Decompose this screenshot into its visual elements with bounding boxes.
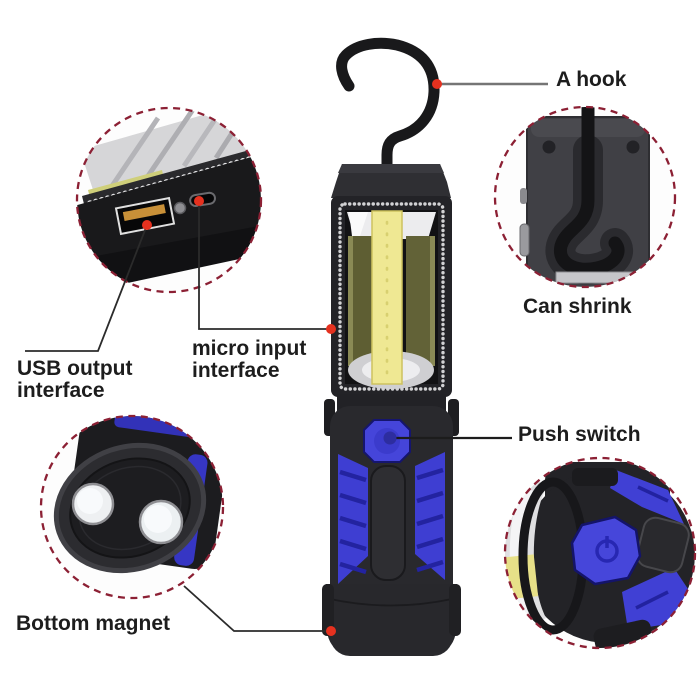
dashed-circle-shrink bbox=[493, 105, 677, 289]
marker-micro-body bbox=[326, 324, 336, 334]
magnet-left bbox=[71, 482, 115, 526]
leader-micro-input bbox=[198, 202, 330, 330]
marker-micro bbox=[194, 196, 204, 206]
label-can-shrink: Can shrink bbox=[523, 295, 632, 318]
label-push-switch: Push switch bbox=[518, 423, 641, 446]
dashed-circle-switch bbox=[503, 456, 697, 650]
marker-hook bbox=[432, 79, 442, 89]
inset-hook-folded bbox=[493, 105, 677, 289]
charge-led bbox=[173, 201, 187, 215]
power-icon bbox=[595, 536, 619, 563]
push-switch-closeup bbox=[570, 515, 642, 586]
label-hook: A hook bbox=[556, 68, 627, 91]
leader-bottom-magnet bbox=[183, 585, 331, 632]
dashed-circle-usb bbox=[75, 106, 263, 294]
cob-strip bbox=[371, 210, 403, 385]
cob-lamp-panel bbox=[331, 196, 452, 397]
folded-hook bbox=[554, 107, 625, 276]
grip-panel-right bbox=[415, 452, 445, 580]
inset-usb-ports bbox=[75, 106, 263, 294]
marker-magnet-body bbox=[326, 626, 336, 636]
inset-push-switch bbox=[503, 456, 697, 650]
inset-bottom-magnet bbox=[39, 414, 225, 600]
hanging-hook bbox=[336, 37, 440, 178]
leader-usb-output bbox=[25, 224, 148, 352]
label-bottom-magnet: Bottom magnet bbox=[16, 612, 170, 635]
callout-lines bbox=[25, 79, 548, 636]
dashed-circle-magnet bbox=[39, 414, 225, 600]
marker-usb bbox=[142, 220, 152, 230]
magnet-right bbox=[138, 499, 184, 545]
label-usb-output: USB output interface bbox=[17, 357, 133, 402]
label-micro-input: micro input interface bbox=[192, 337, 307, 382]
marker-switch bbox=[383, 431, 397, 445]
bottom-cap bbox=[326, 584, 457, 652]
grip-panel-left bbox=[338, 454, 368, 584]
flashlight bbox=[322, 37, 461, 656]
